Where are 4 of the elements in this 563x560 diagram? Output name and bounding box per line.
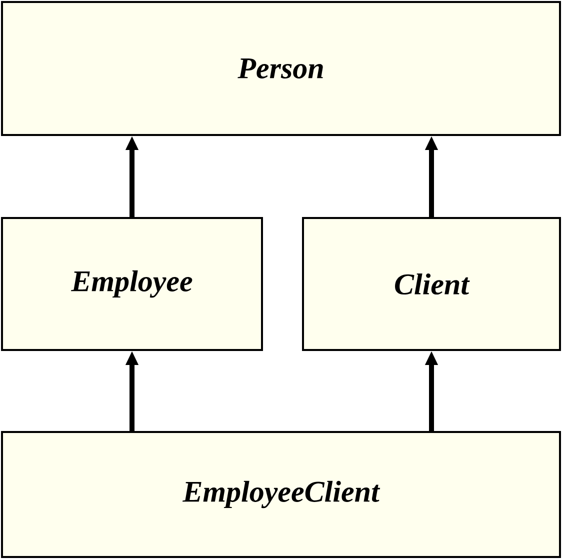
class-box: EmployeeClient	[1, 430, 561, 558]
class-box: Client	[302, 217, 561, 351]
class-box: Person	[1, 1, 561, 136]
class-box: Employee	[1, 217, 263, 351]
